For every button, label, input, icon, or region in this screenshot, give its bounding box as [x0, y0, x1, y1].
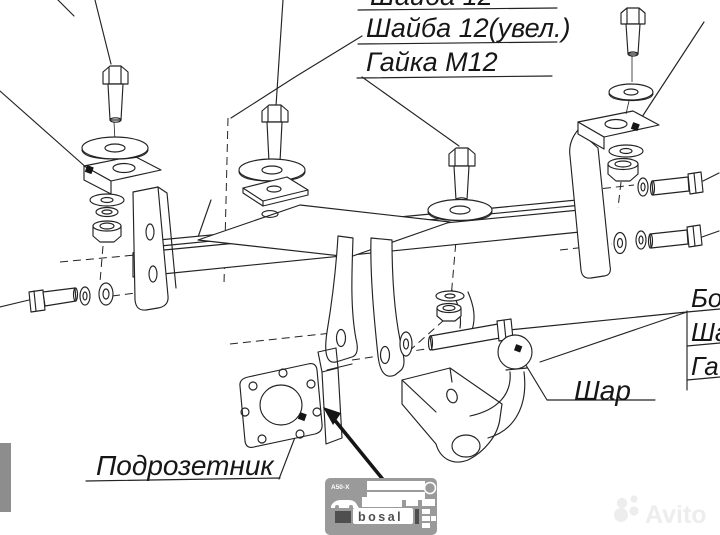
parts-row-clipped: Шайба 12 — [370, 0, 493, 11]
parts-table-top: Шайба 12 Шайба 12(увел.) Гайка М12 — [356, 0, 570, 79]
left-edge-block — [0, 443, 11, 512]
parts-right-row-1: Бо — [691, 283, 720, 313]
label-socket-plate: Подрозетник — [96, 450, 275, 481]
parts-right-row-2: Ша — [691, 317, 720, 347]
label-ball: Шар — [574, 375, 631, 406]
pointer-arrow — [323, 407, 387, 484]
ball-mount-hardware — [399, 290, 514, 357]
right-side-bolt-upper — [637, 171, 704, 197]
left-top-bolt — [102, 65, 129, 142]
right-washer-nut-stack — [607, 144, 644, 182]
right-top-bolt — [608, 7, 654, 115]
avito-logo-icon — [616, 497, 628, 509]
parts-row-2: Гайка М12 — [366, 47, 498, 77]
hanging-straps — [325, 235, 475, 377]
left-washer-nut-stack — [89, 193, 125, 243]
bosal-sticker: A50-X bosal — [325, 478, 437, 535]
ball-arm — [401, 334, 533, 463]
avito-watermark: Avito — [614, 495, 707, 529]
right-center-bolt — [427, 147, 493, 222]
watermark-text: Avito — [645, 501, 707, 529]
left-bracket — [83, 155, 177, 311]
socket-plate — [239, 363, 323, 448]
parts-table-right: Бо Ша Га — [686, 283, 720, 391]
sticker-model: A50-X — [331, 484, 350, 491]
leader-lines — [0, 0, 720, 480]
right-side-bolt-lower — [613, 224, 703, 255]
left-large-washer — [81, 136, 149, 160]
parts-row-1: Шайба 12(увел.) — [366, 13, 570, 43]
parts-right-row-3: Га — [691, 351, 719, 381]
tow-ball — [497, 334, 533, 370]
sticker-brand: bosal — [358, 510, 403, 524]
right-bracket — [569, 110, 660, 279]
center-bolt-assembly — [238, 104, 309, 207]
left-side-bolt — [28, 282, 114, 313]
sticker-logo-icon — [423, 481, 437, 495]
